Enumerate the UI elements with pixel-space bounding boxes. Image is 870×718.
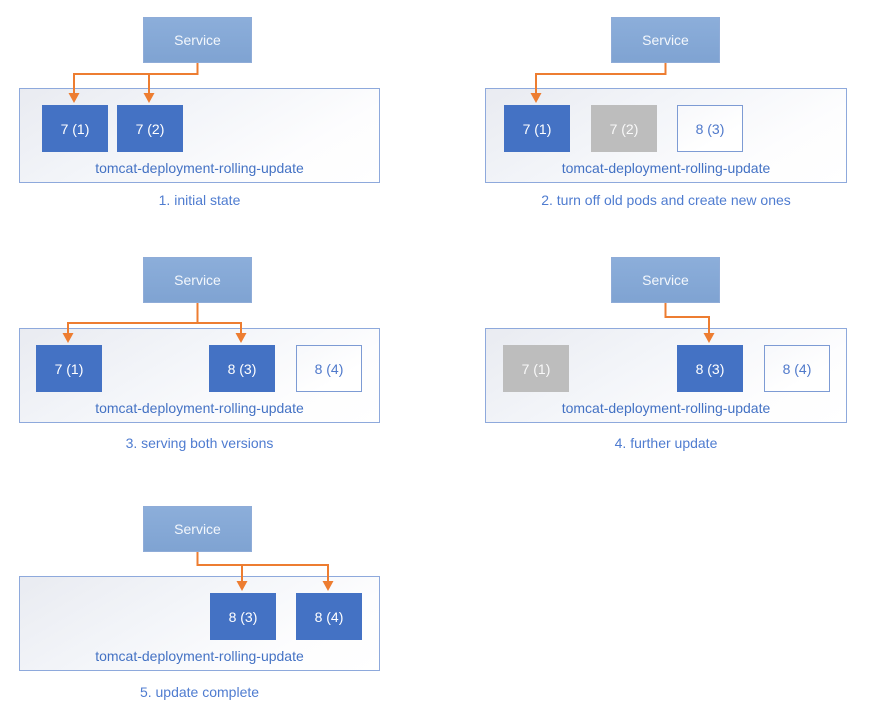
pod-7-1: 7 (1) bbox=[503, 345, 569, 392]
service-label: Service bbox=[174, 32, 221, 48]
service-box: Service bbox=[143, 257, 252, 303]
service-label: Service bbox=[174, 521, 221, 537]
deployment-box: 7 (1) 7 (2) tomcat-deployment-rolling-up… bbox=[19, 88, 380, 183]
service-label: Service bbox=[642, 272, 689, 288]
pod-8-3: 8 (3) bbox=[209, 345, 275, 392]
panel-caption: 5. update complete bbox=[139, 684, 260, 700]
pod-7-1: 7 (1) bbox=[42, 105, 108, 152]
service-label: Service bbox=[174, 272, 221, 288]
panel-caption: 1. initial state bbox=[158, 192, 241, 208]
panel-2: Service 7 (1) 7 (2) 8 (3) tomcat-deploym… bbox=[435, 0, 870, 240]
pod-7-2: 7 (2) bbox=[591, 105, 657, 152]
pod-8-4: 8 (4) bbox=[296, 593, 362, 640]
panel-caption: 3. serving both versions bbox=[125, 435, 274, 451]
deployment-box: 7 (1) 7 (2) 8 (3) tomcat-deployment-roll… bbox=[485, 88, 847, 183]
deployment-label: tomcat-deployment-rolling-update bbox=[561, 160, 771, 176]
panel-caption: 2. turn off old pods and create new ones bbox=[541, 192, 791, 208]
panel-1: Service 7 (1) 7 (2) tomcat-deployment-ro… bbox=[0, 0, 435, 240]
pod-8-4: 8 (4) bbox=[764, 345, 830, 392]
deployment-label: tomcat-deployment-rolling-update bbox=[95, 400, 304, 416]
pod-7-1: 7 (1) bbox=[36, 345, 102, 392]
service-box: Service bbox=[143, 506, 252, 552]
service-box: Service bbox=[611, 257, 720, 303]
service-box: Service bbox=[611, 17, 720, 63]
deployment-box: 8 (3) 8 (4) tomcat-deployment-rolling-up… bbox=[19, 576, 380, 671]
deployment-box: 7 (1) 8 (3) 8 (4) tomcat-deployment-roll… bbox=[19, 328, 380, 423]
deployment-label: tomcat-deployment-rolling-update bbox=[561, 400, 771, 416]
panel-4: Service 7 (1) 8 (3) 8 (4) tomcat-deploym… bbox=[435, 240, 870, 480]
pod-7-2: 7 (2) bbox=[117, 105, 183, 152]
service-box: Service bbox=[143, 17, 252, 63]
panel-5: Service 8 (3) 8 (4) tomcat-deployment-ro… bbox=[0, 478, 435, 718]
pod-8-3: 8 (3) bbox=[677, 345, 743, 392]
panel-caption: 4. further update bbox=[614, 435, 718, 451]
service-label: Service bbox=[642, 32, 689, 48]
pod-8-3: 8 (3) bbox=[210, 593, 276, 640]
deployment-label: tomcat-deployment-rolling-update bbox=[95, 160, 304, 176]
pod-8-4: 8 (4) bbox=[296, 345, 362, 392]
deployment-label: tomcat-deployment-rolling-update bbox=[95, 648, 304, 664]
pod-8-3: 8 (3) bbox=[677, 105, 743, 152]
panel-3: Service 7 (1) 8 (3) 8 (4) tomcat-deploym… bbox=[0, 240, 435, 480]
pod-7-1: 7 (1) bbox=[504, 105, 570, 152]
deployment-box: 7 (1) 8 (3) 8 (4) tomcat-deployment-roll… bbox=[485, 328, 847, 423]
